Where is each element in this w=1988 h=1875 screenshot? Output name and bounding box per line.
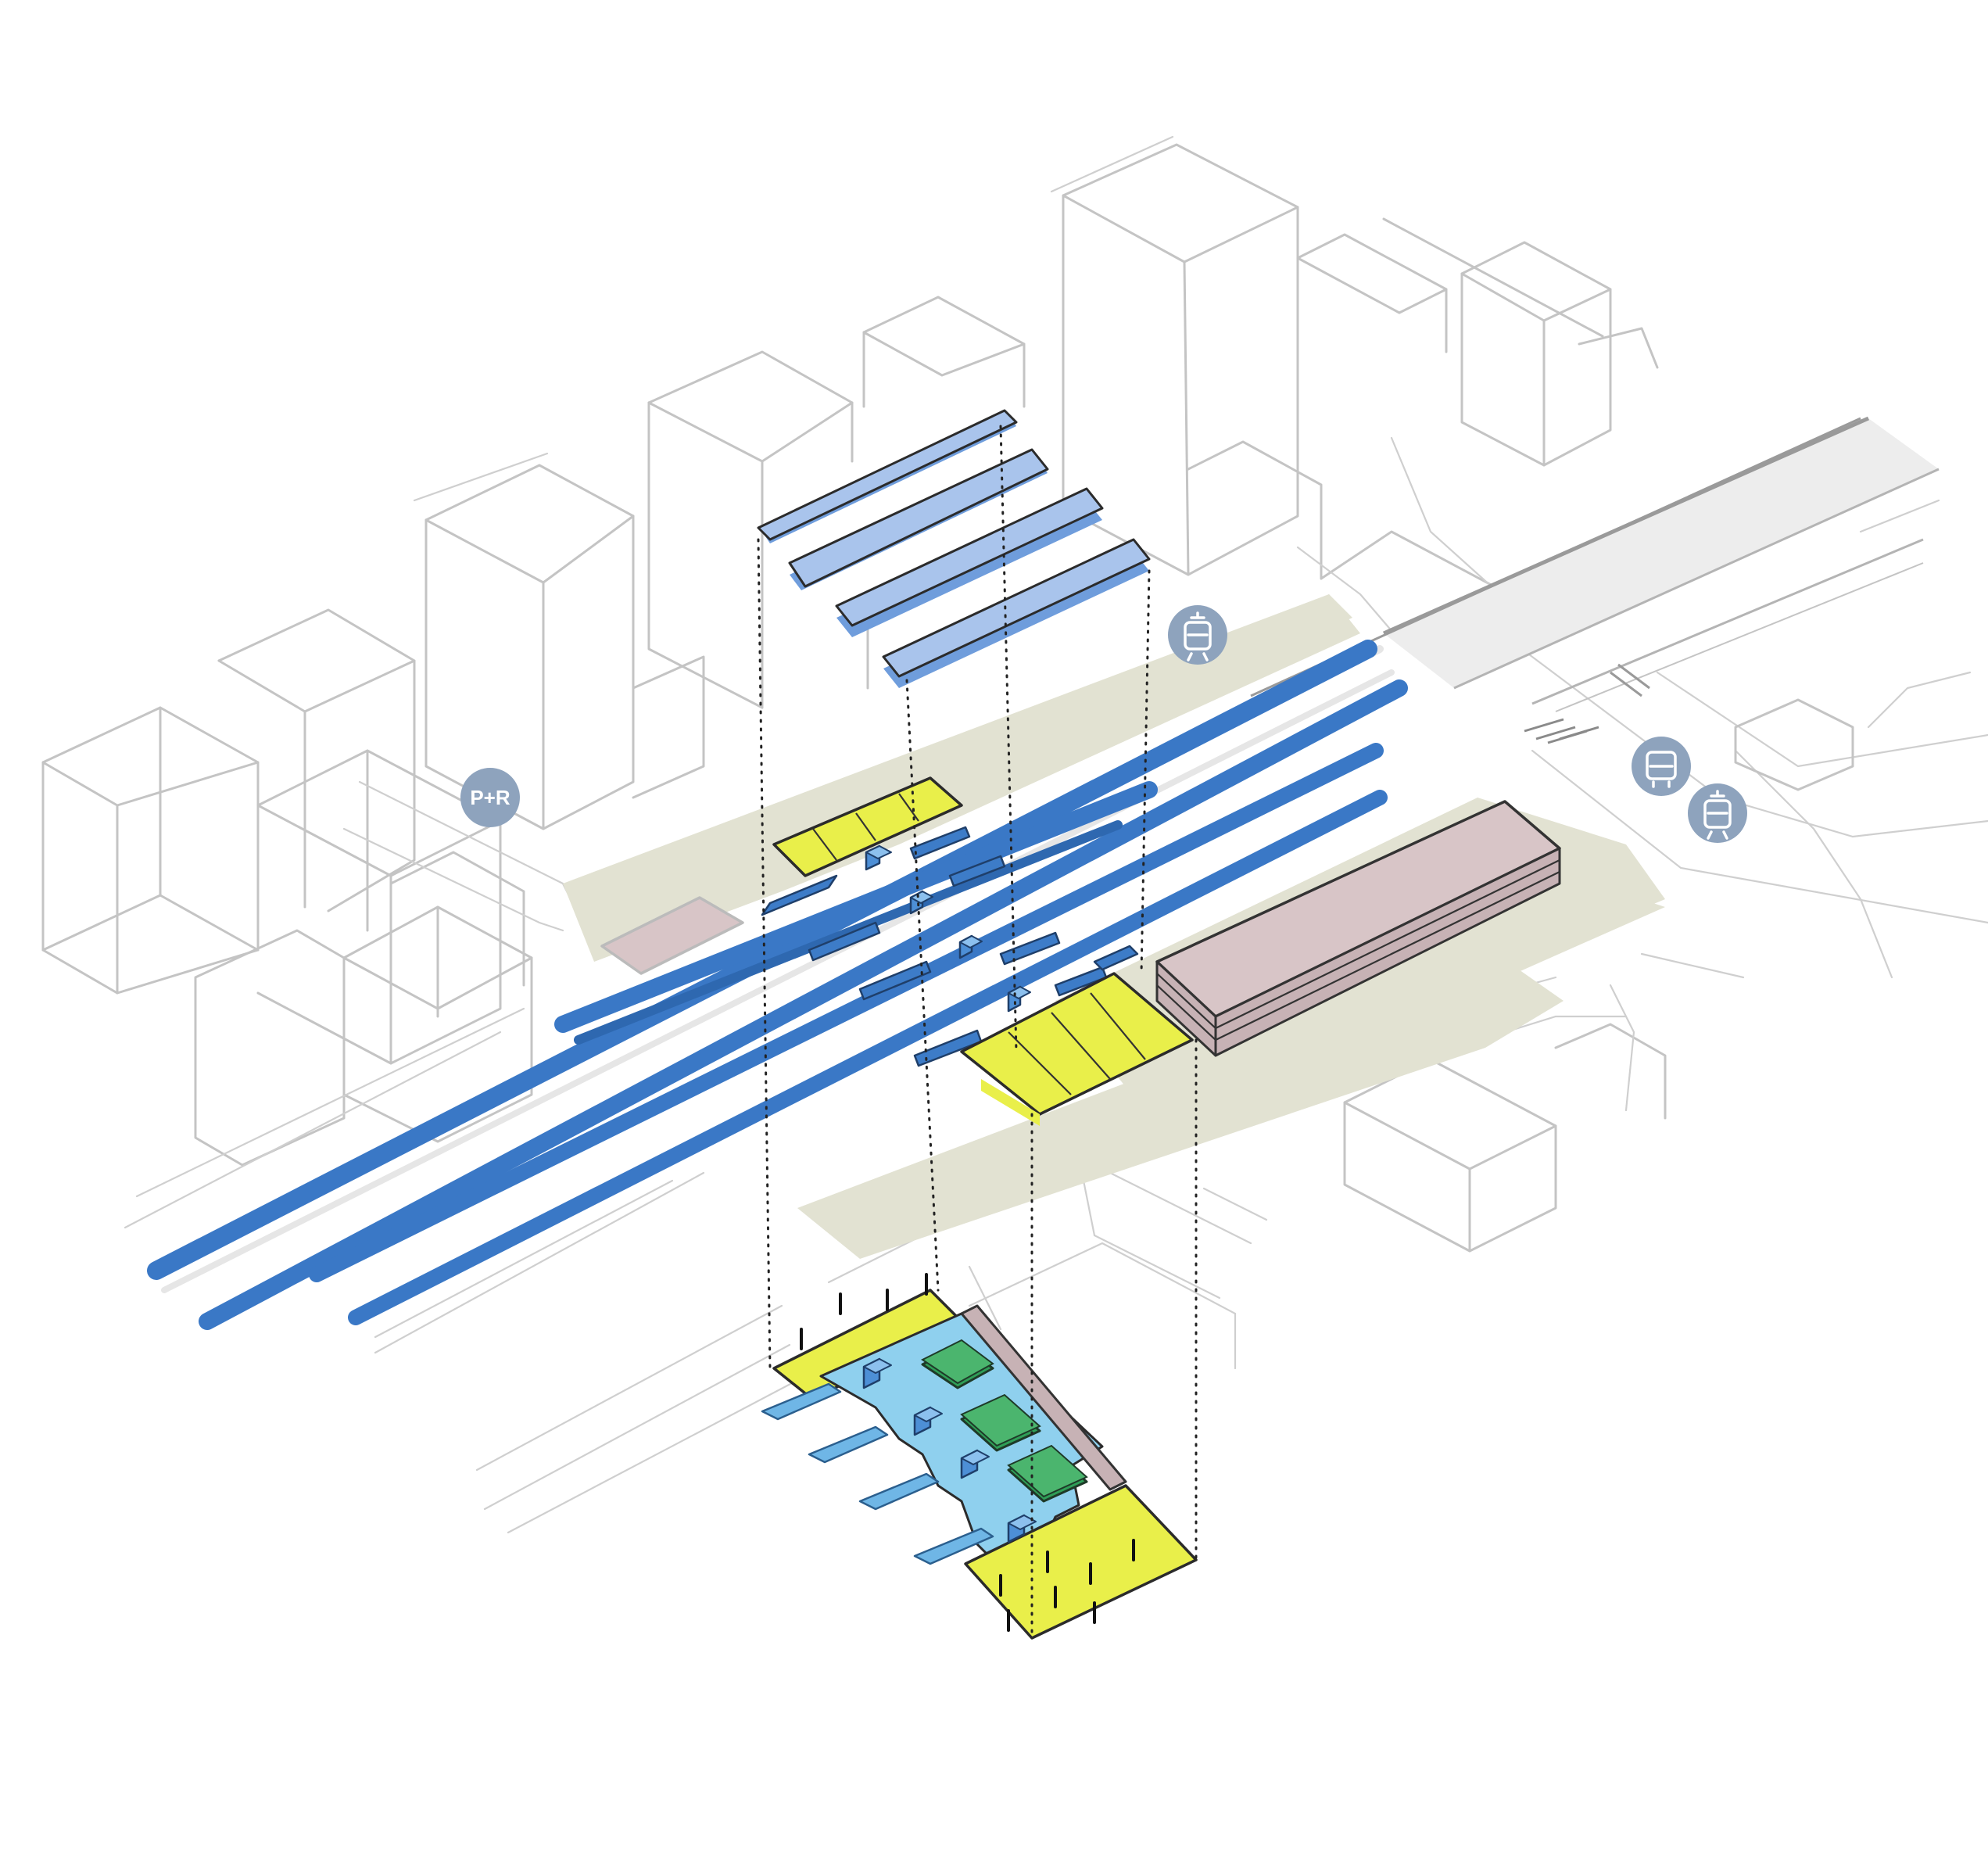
- tram-icon: [1168, 605, 1227, 665]
- underground-concourse: [761, 1273, 1198, 1640]
- tram-icon: [1688, 783, 1747, 843]
- track-4: [348, 790, 1388, 1325]
- track-3: [309, 743, 1384, 1282]
- bus-icon: [1632, 737, 1691, 796]
- roof-canopies: [757, 409, 1151, 688]
- station-forecourts: [772, 776, 1194, 1126]
- track-1: [147, 640, 1377, 1280]
- park-and-ride-badge: P+R: [460, 768, 520, 827]
- track-2: [199, 679, 1408, 1330]
- platform-stairs: [761, 826, 1139, 1067]
- projection-lines: [757, 425, 1198, 1640]
- platform-lifts: [865, 844, 1031, 1013]
- park-and-ride-label: P+R: [470, 786, 510, 809]
- mauve-buildings: [600, 800, 1561, 1057]
- track-5: [554, 781, 1158, 1033]
- railway-tracks: [147, 640, 1408, 1330]
- viaduct: [1250, 416, 1940, 744]
